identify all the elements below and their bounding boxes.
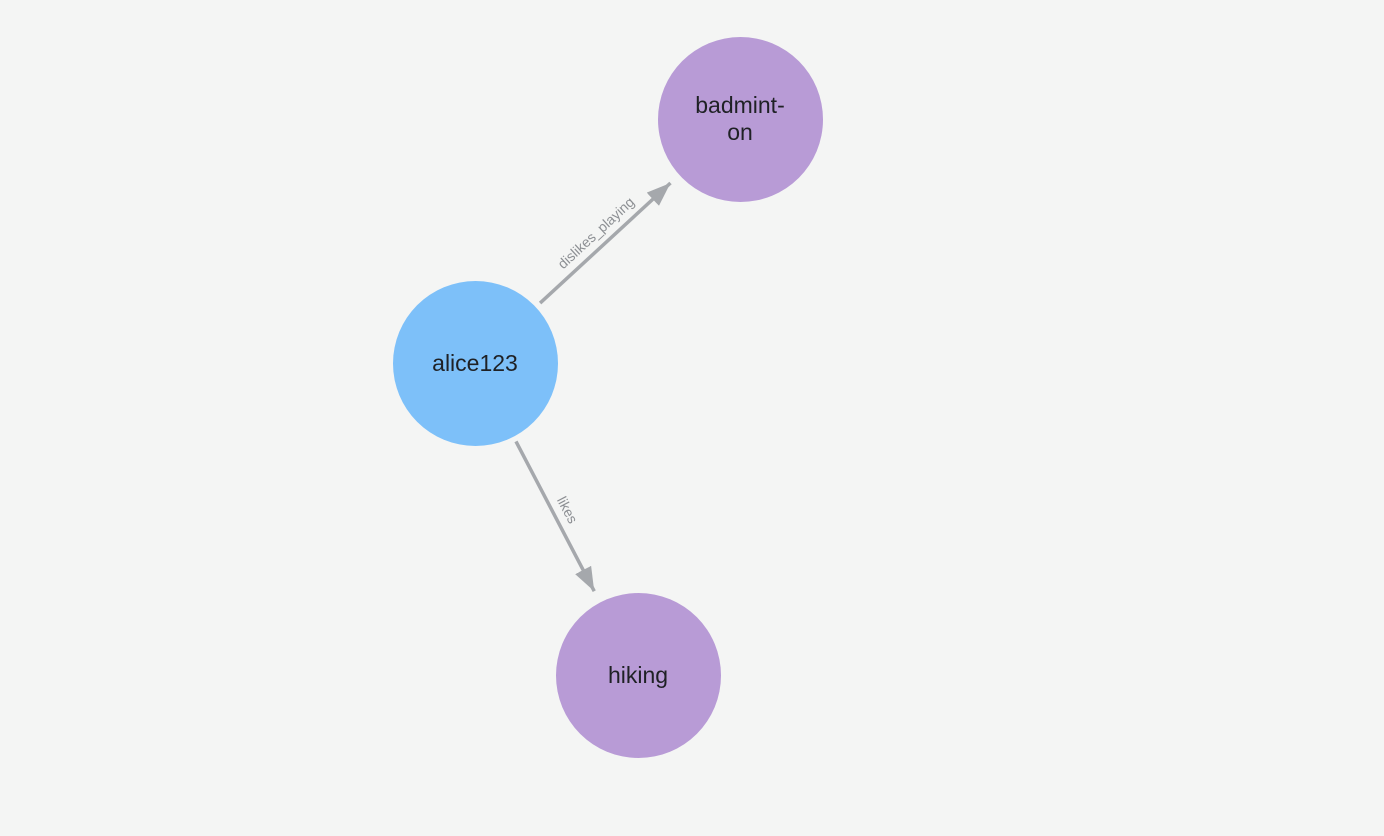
graph-node-badminton[interactable]: badmint-on (657, 36, 823, 202)
graph-node-hiking[interactable]: hiking (555, 592, 721, 758)
node-label: on (727, 119, 753, 145)
edge-alice123-badminton[interactable] (538, 181, 672, 305)
edge-label-dislikes_playing[interactable]: dislikes_playing (554, 194, 637, 272)
edge-alice123-hiking[interactable] (514, 440, 596, 593)
node-label: badmint- (695, 92, 785, 118)
node-label: hiking (607, 661, 669, 688)
node-label: alice123 (432, 349, 518, 376)
graph-node-alice123[interactable]: alice123 (392, 280, 558, 446)
